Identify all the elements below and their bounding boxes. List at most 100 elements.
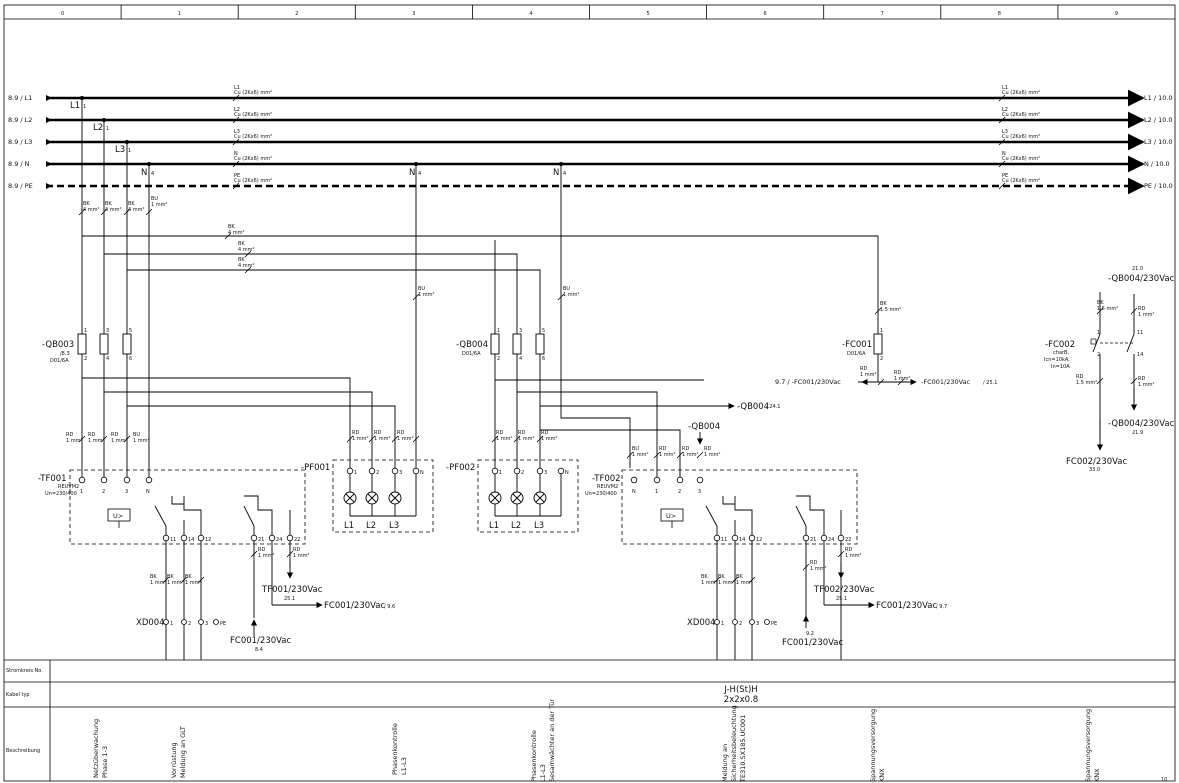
svg-text:1 mm²: 1 mm² [704, 452, 721, 458]
svg-text:Cu (2Kx6) mm²: Cu (2Kx6) mm² [1002, 112, 1040, 118]
svg-text:1 mm²: 1 mm² [1138, 312, 1155, 318]
svg-text:1 mm²: 1 mm² [1138, 382, 1155, 388]
svg-text:N: N [234, 151, 238, 157]
svg-text:Cu (2Kx6) mm²: Cu (2Kx6) mm² [234, 134, 272, 140]
svg-text:1: 1 [83, 104, 86, 110]
svg-text:-QB003: -QB003 [42, 340, 74, 350]
svg-text:12: 12 [205, 537, 211, 543]
svg-text:2: 2 [102, 489, 105, 495]
svg-text:KNX: KNX [1093, 768, 1101, 782]
wire-color-labels: BK4 mm² BK4 mm² BK4 mm² BU1 mm² BK4 mm² … [66, 196, 1155, 586]
svg-text:Un=230/400: Un=230/400 [585, 491, 617, 497]
svg-text:TE310.SX185.UC001: TE310.SX185.UC001 [739, 715, 747, 783]
drawing-frame [3, 4, 1176, 782]
svg-text:FC001/230Vac: FC001/230Vac [324, 601, 385, 611]
svg-text:BK: BK [83, 201, 90, 207]
svg-text:L2: L2 [234, 107, 240, 113]
svg-text:33.0: 33.0 [1089, 467, 1100, 473]
svg-text:Kabel typ: Kabel typ [6, 692, 30, 698]
svg-text:L3 / 10.0: L3 / 10.0 [1144, 138, 1173, 146]
svg-text:1 mm²: 1 mm² [352, 436, 369, 442]
svg-text:8.9 / N: 8.9 / N [8, 160, 30, 168]
svg-text:RD: RD [397, 430, 404, 436]
svg-text:RD: RD [293, 547, 300, 553]
svg-text:BK: BK [105, 201, 112, 207]
svg-text:1: 1 [80, 489, 83, 495]
svg-text:1 mm²: 1 mm² [66, 438, 83, 444]
svg-text:1: 1 [1097, 330, 1100, 336]
svg-text:4 mm²: 4 mm² [228, 230, 245, 236]
svg-text:9.2: 9.2 [806, 631, 814, 637]
svg-text:-QB004: -QB004 [737, 402, 769, 412]
column-number: 5 [646, 11, 649, 17]
phase-indicator-pf001: -PF001 1 2 3 N L1 L2 L3 [301, 459, 434, 533]
svg-text:BK: BK [880, 301, 887, 307]
svg-text:L1: L1 [489, 521, 499, 531]
svg-text:L2: L2 [511, 521, 521, 531]
svg-text:2: 2 [880, 356, 883, 362]
svg-text:-QB004: -QB004 [456, 340, 488, 350]
svg-text:RD: RD [1138, 306, 1145, 312]
svg-text:24: 24 [828, 537, 834, 543]
svg-text:RD: RD [352, 430, 359, 436]
svg-text:14: 14 [1137, 352, 1143, 358]
svg-text:14: 14 [739, 537, 745, 543]
svg-text:5: 5 [542, 328, 545, 334]
svg-text:/ 24.1: / 24.1 [766, 404, 780, 410]
svg-text:RD: RD [66, 432, 73, 438]
svg-text:XD004: XD004 [136, 618, 165, 628]
svg-text:1 mm²: 1 mm² [659, 452, 676, 458]
svg-text:BK: BK [185, 574, 192, 580]
column-number: 4 [529, 11, 532, 17]
svg-text:1: 1 [880, 328, 883, 334]
svg-text:2: 2 [678, 489, 681, 495]
bus-bars [46, 89, 1145, 195]
svg-text:RD: RD [518, 430, 525, 436]
svg-text:1 mm²: 1 mm² [374, 436, 391, 442]
svg-text:Un=230/400: Un=230/400 [45, 491, 77, 497]
svg-text:4 mm²: 4 mm² [105, 207, 122, 213]
svg-text:1 mm²: 1 mm² [894, 376, 911, 382]
svg-text:PE: PE [220, 621, 226, 627]
breaker-qb003: 1 2 3 4 5 6 -QB003 /8.3 D01/6A [42, 328, 132, 364]
svg-text:-QB004/230Vac: -QB004/230Vac [1108, 274, 1175, 284]
svg-text:BU: BU [418, 286, 425, 292]
svg-text:9.7 / -FC001/230Vac: 9.7 / -FC001/230Vac [775, 378, 841, 386]
svg-text:2x2x0.8: 2x2x0.8 [724, 695, 758, 705]
svg-text:N: N [1002, 151, 1006, 157]
svg-text:N: N [146, 489, 150, 495]
svg-text:L3: L3 [1002, 129, 1008, 135]
svg-text:PE: PE [234, 173, 240, 179]
relay-tf002: N 1 2 3 -TF002 REUVM2 Un=230/400 U> 11 1… [585, 469, 858, 545]
lamp-icon [343, 491, 402, 505]
svg-text:BK: BK [238, 257, 245, 263]
svg-text:Meldung an GLT: Meldung an GLT [179, 726, 187, 778]
svg-text:REUVM2: REUVM2 [597, 484, 618, 490]
svg-text:3: 3 [399, 470, 402, 476]
svg-text:BK: BK [736, 574, 743, 580]
column-number: 6 [764, 11, 767, 17]
svg-text:1 mm²: 1 mm² [736, 580, 753, 586]
breaker-fc001: 1 2 -FC001 D01/6A [842, 328, 883, 362]
svg-text:FC001/230Vac: FC001/230Vac [876, 601, 937, 611]
svg-text:L3: L3 [534, 521, 544, 531]
svg-text:D01/6A: D01/6A [50, 358, 69, 364]
svg-text:L2 / 10.0: L2 / 10.0 [1144, 116, 1173, 124]
svg-text:-PF002: -PF002 [446, 463, 475, 473]
svg-text:1: 1 [497, 328, 500, 334]
svg-text:2: 2 [376, 470, 379, 476]
svg-text:1 mm²: 1 mm² [397, 436, 414, 442]
svg-text:L1: L1 [344, 521, 354, 531]
svg-text:2: 2 [84, 356, 87, 362]
svg-text:22: 22 [294, 537, 300, 543]
svg-text:1 mm²: 1 mm² [541, 436, 558, 442]
svg-text:11: 11 [1137, 330, 1143, 336]
svg-text:/ 9.6: / 9.6 [384, 604, 395, 610]
svg-text:Vorrüstung: Vorrüstung [170, 742, 178, 778]
svg-text:RD: RD [894, 370, 901, 376]
svg-text:N: N [632, 489, 636, 495]
svg-text:L1 / 10.0: L1 / 10.0 [1144, 94, 1173, 102]
svg-text:1.5 mm²: 1.5 mm² [1097, 306, 1118, 312]
svg-text:1 mm²: 1 mm² [496, 436, 513, 442]
